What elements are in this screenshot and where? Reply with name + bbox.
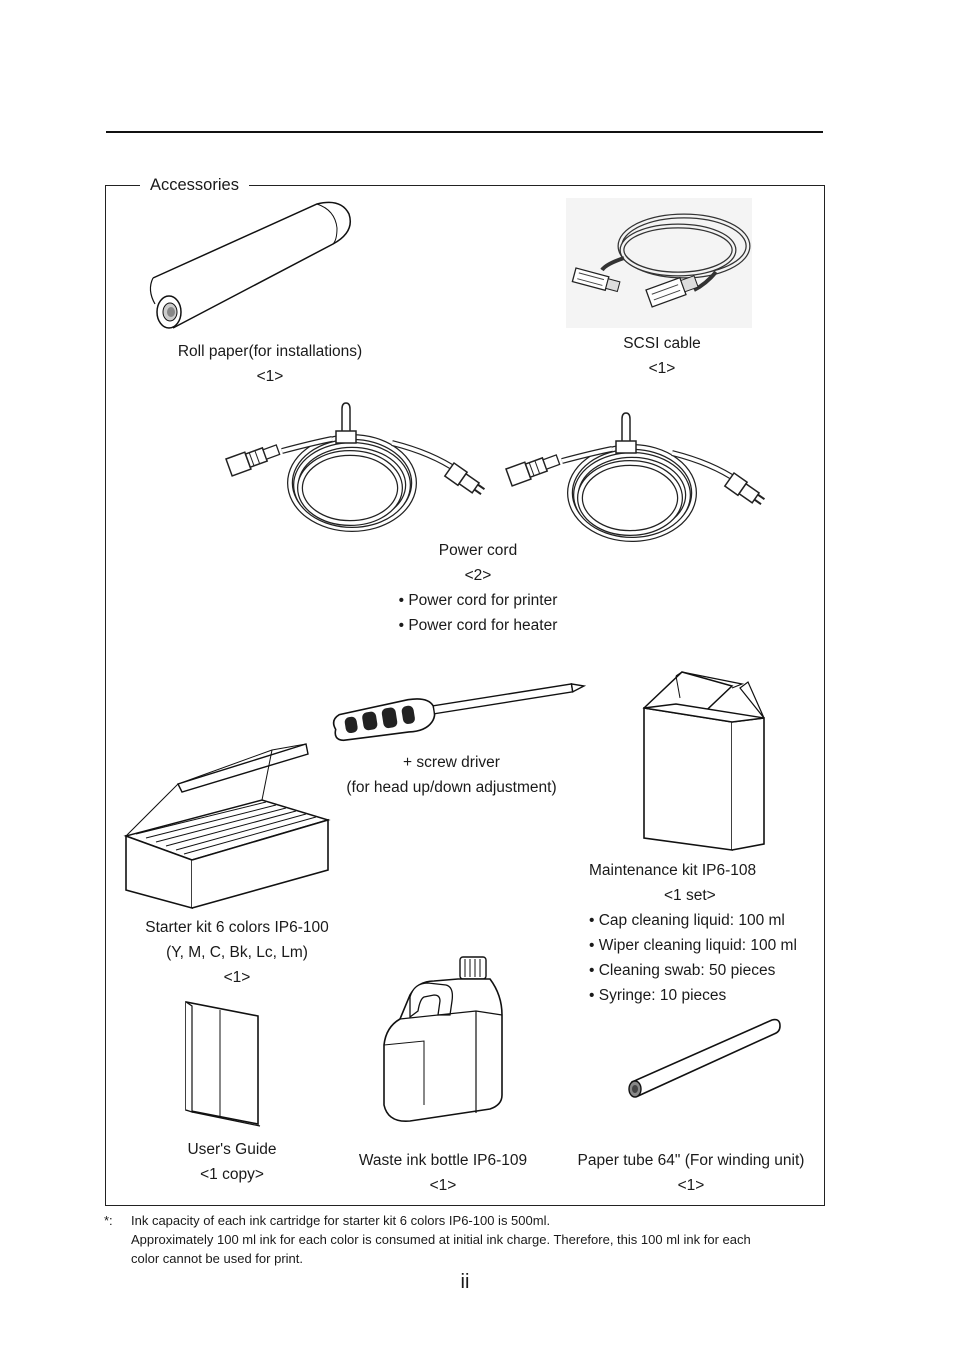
waste-ink-bottle-illustration xyxy=(380,955,506,1123)
maintenance-kit-bullet-1: • Cap cleaning liquid: 100 ml xyxy=(589,912,785,929)
roll-paper-caption: Roll paper(for installations) <1> xyxy=(160,339,380,389)
starter-kit-caption: Starter kit 6 colors IP6-100 (Y, M, C, B… xyxy=(128,915,346,990)
paper-tube-name: Paper tube 64" (For winding unit) xyxy=(577,1152,805,1169)
users-guide-qty: <1 copy> xyxy=(200,1166,264,1183)
accessories-frame xyxy=(105,185,825,1206)
scsi-cable-qty: <1> xyxy=(648,360,676,377)
scsi-cable-illustration xyxy=(566,198,752,328)
maintenance-kit-qty: <1 set> xyxy=(664,887,716,904)
maintenance-kit-bullet-2: • Wiper cleaning liquid: 100 ml xyxy=(589,937,797,954)
roll-paper-name: Roll paper(for installations) xyxy=(177,343,363,360)
waste-ink-bottle-name: Waste ink bottle IP6-109 xyxy=(358,1152,528,1169)
roll-paper-qty: <1> xyxy=(256,368,284,385)
roll-paper-illustration xyxy=(145,200,360,335)
maintenance-kit-bullet-3: • Cleaning swab: 50 pieces xyxy=(589,962,776,979)
paper-tube-illustration xyxy=(624,1016,784,1102)
users-guide-caption: User's Guide <1 copy> xyxy=(172,1137,292,1187)
accessories-title: Accessories xyxy=(140,175,249,195)
paper-tube-caption: Paper tube 64" (For winding unit) <1> xyxy=(566,1148,816,1198)
screw-driver-detail: (for head up/down adjustment) xyxy=(346,779,557,796)
power-cord-bullet-2: • Power cord for heater xyxy=(398,617,558,634)
starter-kit-illustration xyxy=(122,740,332,910)
maintenance-kit-bullet-4: • Syringe: 10 pieces xyxy=(589,987,727,1004)
header-rule xyxy=(106,131,823,133)
footnote-text: Ink capacity of each ink cartridge for s… xyxy=(131,1211,831,1268)
power-cord-1-illustration xyxy=(222,402,497,543)
footnote-marker: *: xyxy=(104,1213,113,1228)
maintenance-kit-illustration xyxy=(636,668,772,851)
power-cord-caption: Power cord <2> • Power cord for printer … xyxy=(378,538,578,638)
starter-kit-name: Starter kit 6 colors IP6-100 xyxy=(145,919,329,936)
waste-ink-bottle-caption: Waste ink bottle IP6-109 <1> xyxy=(342,1148,544,1198)
power-cord-qty: <2> xyxy=(464,567,492,584)
maintenance-kit-caption: Maintenance kit IP6-108 <1 set> • Cap cl… xyxy=(589,858,829,1008)
footnote-line-3: color cannot be used for print. xyxy=(131,1251,303,1266)
users-guide-illustration xyxy=(180,1000,264,1130)
scsi-cable-name: SCSI cable xyxy=(623,335,701,352)
starter-kit-qty: <1> xyxy=(223,969,251,986)
footnote-line-1: Ink capacity of each ink cartridge for s… xyxy=(131,1213,551,1228)
screw-driver-caption: + screw driver (for head up/down adjustm… xyxy=(330,750,573,800)
screw-driver-name: + screw driver xyxy=(403,754,500,771)
power-cord-bullet-1: • Power cord for printer xyxy=(398,592,558,609)
paper-tube-qty: <1> xyxy=(677,1177,705,1194)
page-number: ii xyxy=(460,1271,470,1293)
screw-driver-illustration xyxy=(330,676,587,742)
scsi-cable-caption: SCSI cable <1> xyxy=(602,331,722,381)
footnote-line-2: Approximately 100 ml ink for each color … xyxy=(131,1232,751,1247)
maintenance-kit-name: Maintenance kit IP6-108 xyxy=(589,862,757,879)
users-guide-name: User's Guide xyxy=(187,1141,277,1158)
power-cord-2-illustration xyxy=(502,412,777,553)
power-cord-name: Power cord xyxy=(438,542,518,559)
starter-kit-detail: (Y, M, C, Bk, Lc, Lm) xyxy=(166,944,308,961)
waste-ink-bottle-qty: <1> xyxy=(429,1177,457,1194)
